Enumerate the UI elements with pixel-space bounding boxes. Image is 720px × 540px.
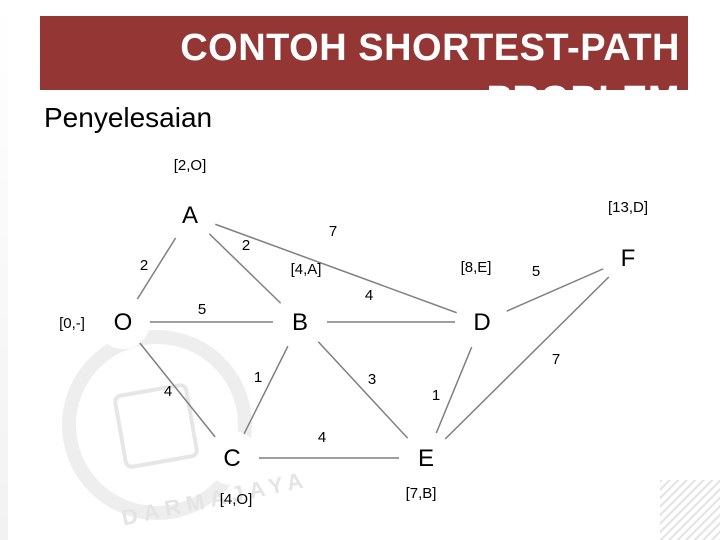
node-label-F: F — [621, 245, 636, 272]
node-annotation-C: [4,O] — [220, 491, 253, 508]
corner-decoration — [660, 480, 720, 540]
node-annotation-O: [0,-] — [59, 315, 85, 332]
node-circle-F — [601, 231, 655, 285]
node-annotations-layer: [2,O] [0,-] [4,A] [4,O] [8,E] [7,B] [13,D] — [59, 157, 648, 508]
edge-weight-C-E: 4 — [318, 429, 326, 446]
node-annotation-B: [4,A] — [291, 261, 322, 278]
edge-weight-O-A: 2 — [140, 257, 148, 274]
edge-weights-layer: 2 5 4 2 7 1 4 3 4 1 5 7 — [140, 223, 560, 446]
edge-O-C — [122, 321, 233, 459]
node-O: O — [96, 295, 150, 349]
edge-weight-D-F: 5 — [532, 263, 540, 280]
edges-layer — [122, 214, 629, 459]
node-label-A: A — [182, 202, 198, 229]
node-E: E — [399, 431, 453, 485]
edge-B-E — [299, 321, 427, 459]
node-circle-B — [273, 295, 327, 349]
edge-E-F — [425, 257, 629, 459]
node-label-E: E — [418, 445, 434, 472]
node-D: D — [455, 295, 509, 349]
node-annotation-E: [7,B] — [406, 485, 437, 502]
edge-weight-B-C: 1 — [254, 369, 262, 386]
node-annotation-D: [8,E] — [461, 259, 492, 276]
edge-weight-A-D: 7 — [329, 223, 337, 240]
node-annotation-F: [13,D] — [608, 199, 648, 216]
node-circle-O — [96, 295, 150, 349]
node-circle-A — [163, 188, 217, 242]
node-circle-E — [399, 431, 453, 485]
node-circle-D — [455, 295, 509, 349]
slide-subtitle: Penyelesaian — [44, 102, 213, 133]
node-annotation-A: [2,O] — [174, 157, 207, 174]
edge-weight-E-F: 7 — [552, 351, 560, 368]
node-label-O: O — [114, 309, 133, 336]
edge-weight-D-E: 1 — [432, 387, 440, 404]
edge-weight-B-D: 4 — [365, 287, 373, 304]
nodes-layer: A O B C D E F — [96, 188, 655, 485]
slide-title: CONTOH SHORTEST-PATH PROBLEM — [180, 27, 680, 121]
edge-weight-B-E: 3 — [368, 371, 376, 388]
node-A: A — [163, 188, 217, 242]
node-label-C: C — [223, 445, 240, 472]
node-B: B — [273, 295, 327, 349]
left-accent — [0, 0, 8, 540]
edge-weight-O-B: 5 — [198, 301, 206, 318]
node-F: F — [601, 231, 655, 285]
node-label-B: B — [292, 309, 308, 336]
node-label-D: D — [473, 309, 490, 336]
node-circle-C — [205, 431, 259, 485]
edge-weight-A-B: 2 — [242, 237, 250, 254]
edge-A-D — [189, 214, 483, 323]
node-C: C — [205, 431, 259, 485]
edge-weight-O-C: 4 — [164, 383, 172, 400]
title-bar — [40, 16, 688, 90]
